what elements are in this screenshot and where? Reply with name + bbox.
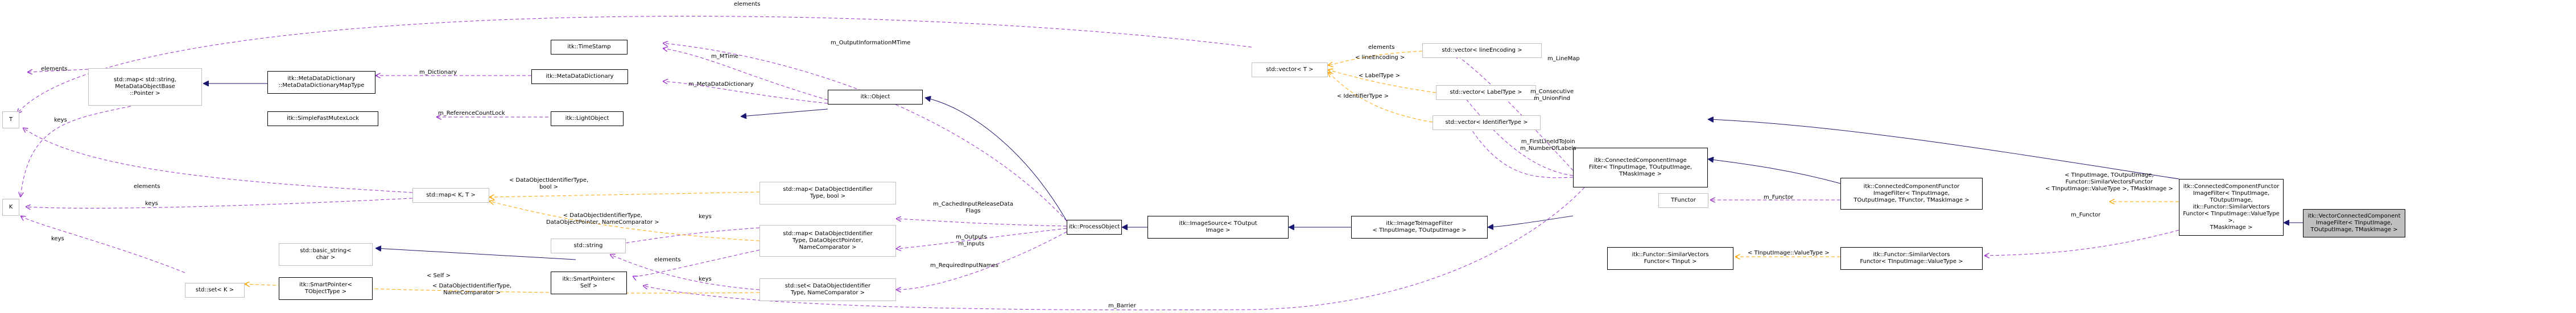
node-mdd-maptype[interactable]: itk::MetaDataDictionary ::MetaDataDictio… bbox=[267, 71, 375, 94]
edge-object-to-lightobject bbox=[741, 108, 828, 116]
edge-basic-string-to-std-string bbox=[375, 248, 576, 260]
label-output-info-mtime: m_OutputInformationMTime bbox=[831, 40, 911, 46]
label-consecutive: m_Consecutive m_UnionFind bbox=[1530, 89, 1574, 102]
label-functor2: m_Functor bbox=[2071, 212, 2101, 218]
node-imagesource[interactable]: itk::ImageSource< TOutput Image > bbox=[1147, 216, 1289, 239]
node-set-k[interactable]: std::set< K > bbox=[185, 283, 245, 298]
edge-ccfunctor-similar-to-ccimage bbox=[1708, 119, 2179, 180]
edge-outputs-inputs bbox=[896, 228, 1067, 249]
node-k[interactable]: K bbox=[2, 199, 19, 216]
label-template-self: < Self > bbox=[427, 273, 451, 279]
node-basic-string[interactable]: std::basic_string< char > bbox=[279, 243, 373, 266]
label-template-doi-bool: < DataObjectIdentifierType, bool > bbox=[509, 177, 589, 190]
node-simple-fast-mutex[interactable]: itk::SimpleFastMutexLock bbox=[267, 111, 378, 126]
label-first-line: m_FirstLineIdToJoin m_NumberOfLabels bbox=[1520, 139, 1576, 152]
label-template-doi-nc: < DataObjectIdentifierType, NameComparat… bbox=[432, 283, 512, 296]
edge-mtime bbox=[663, 48, 828, 101]
node-similar-vectors-tinput[interactable]: itk::Functor::SimilarVectors Functor< TI… bbox=[1607, 247, 1733, 270]
node-set-doi[interactable]: std::set< DataObjectIdentifier Type, Nam… bbox=[759, 278, 896, 301]
node-t[interactable]: T bbox=[2, 111, 19, 128]
node-map-doi-ptr[interactable]: std::map< DataObjectIdentifier Type, Dat… bbox=[759, 225, 896, 257]
label-elements-vec: elements bbox=[1368, 44, 1395, 51]
label-keys-map: keys bbox=[54, 117, 67, 123]
edge-line-map bbox=[1455, 54, 1574, 171]
edge-keys-string-2 bbox=[610, 254, 760, 290]
label-functor: m_Functor bbox=[1764, 194, 1794, 201]
node-vector-identifiertype[interactable]: std::vector< IdentifierType > bbox=[1433, 115, 1541, 130]
edge-template-doi-ptr bbox=[489, 201, 760, 241]
edge-elements-map-kt bbox=[23, 128, 413, 193]
edge-barrier bbox=[643, 187, 1585, 311]
node-map-doi-bool[interactable]: std::map< DataObjectIdentifier Type, boo… bbox=[759, 182, 896, 205]
edge-keys-set-k bbox=[20, 216, 185, 273]
edge-keys-map-kt bbox=[26, 198, 413, 208]
edge-cached-input bbox=[896, 219, 1067, 227]
node-cc-functor-filter-similar[interactable]: itk::ConnectedComponentFunctor ImageFilt… bbox=[2179, 179, 2284, 236]
label-outputs-inputs: m_Outputs m_Inputs bbox=[956, 234, 987, 247]
label-keys-string-1: keys bbox=[699, 214, 712, 220]
edge-required-input-names bbox=[896, 231, 1067, 290]
node-cc-image-filter[interactable]: itk::ConnectedComponentImage Filter< TIn… bbox=[1573, 148, 1708, 187]
edge-keys-map-string-base bbox=[20, 106, 131, 197]
edge-processobject-to-object bbox=[925, 98, 1067, 222]
label-template-valuetype: < TInputImage::ValueType > bbox=[1748, 250, 1830, 256]
node-object[interactable]: itk::Object bbox=[828, 90, 923, 105]
node-mdd[interactable]: itk::MetaDataDictionary bbox=[531, 69, 628, 84]
label-elements-left: elements bbox=[134, 183, 160, 190]
node-smartpointer-self[interactable]: itk::SmartPointer< Self > bbox=[551, 272, 627, 294]
label-dictionary: m_Dictionary bbox=[419, 69, 457, 76]
label-mtime: m_MTime bbox=[711, 53, 738, 60]
label-elements-map: elements bbox=[41, 66, 68, 72]
edge-first-line bbox=[1467, 122, 1574, 178]
label-elements-sp: elements bbox=[654, 257, 681, 263]
node-timestamp[interactable]: itk::TimeStamp bbox=[551, 40, 628, 55]
label-cached-input: m_CachedInputReleaseData Flags bbox=[933, 201, 1014, 214]
node-similar-vectors-valuetype[interactable]: itk::Functor::SimilarVectors Functor< TI… bbox=[1840, 247, 1983, 270]
edge-elements-smartpointer bbox=[633, 249, 760, 277]
node-processobject[interactable]: itk::ProcessObject bbox=[1067, 220, 1122, 235]
node-vector-t[interactable]: std::vector< T > bbox=[1252, 62, 1328, 77]
edge-identifier-type bbox=[1328, 72, 1433, 123]
node-std-string[interactable]: std::string bbox=[551, 239, 626, 253]
node-imagetoimagefilter[interactable]: itk::ImageToImageFilter < TInputImage, T… bbox=[1351, 216, 1488, 239]
edge-template-doi-bool bbox=[489, 191, 760, 197]
edge-line-encoding bbox=[1328, 51, 1423, 65]
label-line-map: m_LineMap bbox=[1547, 56, 1580, 62]
label-keys-k: keys bbox=[51, 236, 64, 242]
edge-elements-map bbox=[27, 69, 89, 72]
label-keys-string-2: keys bbox=[699, 276, 712, 282]
label-template-similar: < TInputImage, TOutputImage, Functor::Si… bbox=[2045, 172, 2173, 192]
label-keys-left: keys bbox=[145, 201, 158, 207]
label-metadata-dictionary: m_MetaDataDictionary bbox=[688, 81, 754, 87]
node-lightobject[interactable]: itk::LightObject bbox=[551, 111, 624, 126]
edge-ccimage-to-imagetoimage bbox=[1488, 215, 1574, 227]
node-vector-cc-filter[interactable]: itk::VectorConnectedComponent ImageFilte… bbox=[2303, 209, 2405, 237]
edge-functor2 bbox=[1984, 229, 2179, 256]
label-line-encoding: < lineEncoding > bbox=[1355, 55, 1405, 61]
label-barrier: m_Barrier bbox=[1108, 303, 1136, 309]
node-tfunctor[interactable]: TFunctor bbox=[1658, 193, 1708, 208]
edge-consecutive bbox=[1461, 93, 1574, 176]
node-map-kt[interactable]: std::map< K, T > bbox=[412, 188, 489, 203]
node-map-string-base[interactable]: std::map< std::string, MetaDataObjectBas… bbox=[88, 68, 202, 106]
label-required-input-names: m_RequiredInputNames bbox=[930, 262, 998, 269]
node-cc-functor-filter[interactable]: itk::ConnectedComponentFunctor ImageFilt… bbox=[1840, 178, 1983, 210]
label-reference-count-lock: m_ReferenceCountLock bbox=[438, 110, 505, 116]
edge-label-type bbox=[1328, 70, 1436, 93]
edge-elements-top bbox=[17, 16, 1252, 114]
label-template-doi-ptr: < DataObjectIdentifierType, DataObjectPo… bbox=[546, 212, 659, 226]
edge-template-doi-nc bbox=[245, 284, 760, 294]
node-vector-labeltype[interactable]: std::vector< LabelType > bbox=[1436, 85, 1536, 100]
edge-keys-string-1 bbox=[610, 227, 760, 245]
node-smartpointer-objecttype[interactable]: itk::SmartPointer< TObjectType > bbox=[279, 277, 373, 300]
label-elements-top: elements bbox=[734, 1, 761, 7]
edge-ccfunctor-to-ccimage bbox=[1708, 159, 1841, 184]
label-label-type: < LabelType > bbox=[1359, 73, 1401, 79]
node-vector-lineencoding[interactable]: std::vector< lineEncoding > bbox=[1422, 43, 1542, 58]
label-identifier-type: < IdentifierType > bbox=[1337, 93, 1389, 99]
edge-metadata-dictionary bbox=[663, 81, 828, 104]
